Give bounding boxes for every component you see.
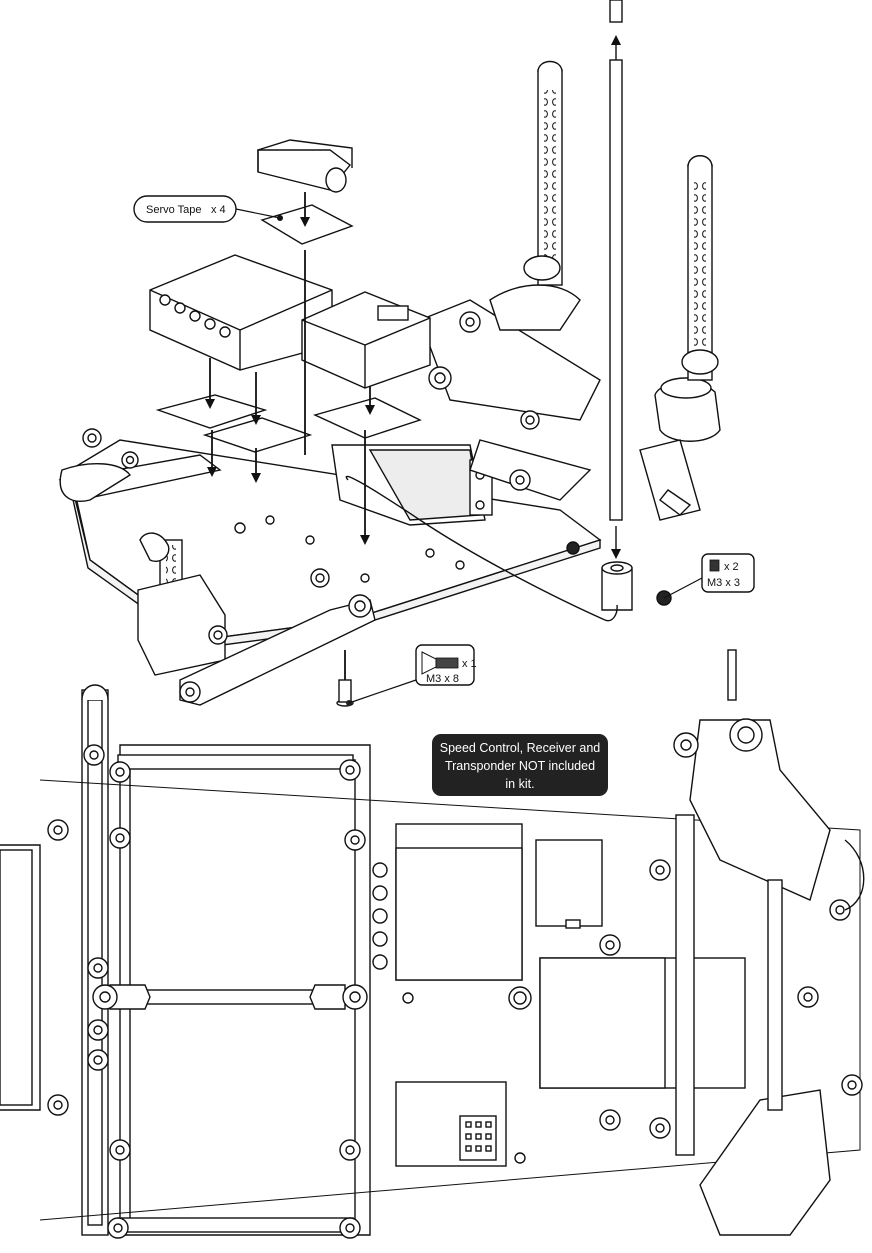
top-view [0, 649, 865, 1239]
note-line-3: in kit. [505, 777, 534, 791]
receiver-topview [535, 839, 603, 929]
steering-assembly [649, 649, 865, 1236]
rear-crossbar [58, 428, 222, 502]
tall-posts [523, 60, 719, 381]
flat-head-screw-callout: x 1 M3 x 8 [348, 644, 477, 704]
speed-control [149, 254, 333, 371]
note-line-1: Speed Control, Receiver and [440, 741, 601, 755]
frame-bolts [47, 744, 366, 1239]
transponder-topview [395, 1081, 507, 1167]
set-screw-icon [709, 559, 720, 572]
set-screw-callout: x 2 M3 x 3 [663, 553, 755, 599]
flat-head-screw-qty: x 1 [462, 658, 477, 670]
note-line-2: Transponder NOT included [445, 759, 595, 773]
assembly-arrows [205, 192, 618, 698]
set-screw-qty: x 2 [724, 561, 739, 573]
rod-end-linkage [419, 284, 601, 501]
note-background [432, 734, 608, 796]
center-turnbuckle [92, 984, 368, 1010]
servo-tape-label: Servo Tape [146, 204, 201, 216]
flat-head-screw-size: M3 x 8 [426, 673, 459, 685]
servo-tape-qty: x 4 [211, 204, 226, 216]
servo [331, 444, 493, 526]
left-battery-area [0, 844, 41, 1111]
exploded-view [58, 0, 721, 707]
antenna-tube [566, 0, 672, 611]
flat-head-screw-icon [421, 651, 459, 675]
left-post-assembly [137, 532, 376, 706]
receiver [301, 291, 431, 389]
right-hub-assembly [639, 377, 721, 521]
transponder [257, 139, 353, 193]
servo-topview [539, 934, 746, 1131]
speed-control-topview [372, 823, 523, 981]
set-screw-size: M3 x 3 [707, 577, 740, 589]
not-included-note: Speed Control, Receiver and Transponder … [432, 734, 608, 796]
servo-tape-callout: Servo Tape x 4 [133, 195, 283, 223]
